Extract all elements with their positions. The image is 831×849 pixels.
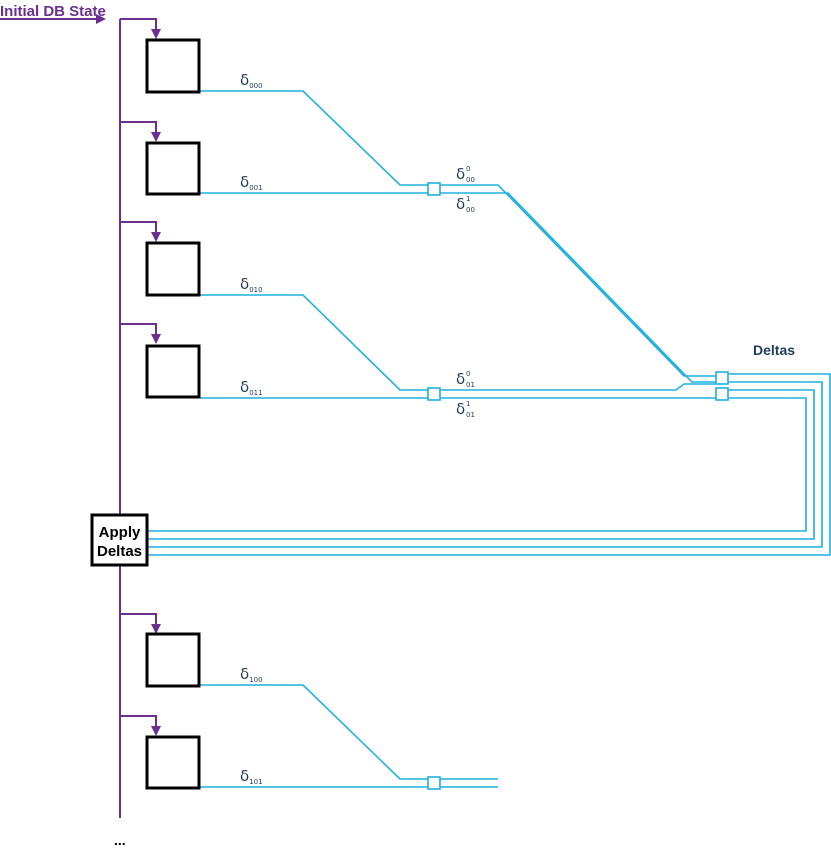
purple-flow [0,14,161,818]
merged-delta-01-0-sup: 0 [466,370,470,378]
delta-label-010: δ010 [240,275,263,294]
delta-label-100: δ100 [240,665,263,684]
merged-delta-01-0-symbol: δ [456,370,465,388]
delta-label-000: δ000 [240,71,263,90]
merged-delta-01-1-sub: 01 [466,411,475,419]
delta-bus-4 [147,397,807,532]
merged-delta-01-0-sub: 01 [466,381,475,389]
branch-arrow-4 [120,323,161,344]
process-box-3 [145,241,201,297]
delta-line-000 [200,90,428,186]
merged-delta-01-1-sup: 1 [466,400,470,408]
delta-lines [147,90,831,788]
apply-deltas-box [90,513,149,567]
delta-bus-2 [147,381,823,548]
merge-line-00-0 [440,184,716,377]
branch-arrow-1 [120,18,161,39]
merge-node-deltas-top [715,371,729,385]
delta-label-001: δ001 [240,173,263,192]
delta-label-101: δ101 [240,767,263,786]
branch-arrow-2 [120,121,161,142]
apply-label-1: Apply [99,524,141,541]
process-box-1 [145,38,201,94]
delta-line-100 [200,684,428,780]
apply-label-2: Deltas [97,543,142,560]
merged-delta-00-1-sup: 1 [466,195,470,203]
delta-bus-3 [147,389,815,540]
branch-arrow-6 [120,715,161,736]
process-box-5 [145,632,201,688]
deltas-label: Deltas [753,342,795,358]
merged-delta-00-0-sup: 0 [466,165,470,173]
merge-line-00-1 [440,192,716,383]
merge-node-01 [427,387,441,401]
merge-node-deltas-bottom [715,387,729,401]
merge-node-00 [427,182,441,196]
process-box-6 [145,735,201,790]
delta-labels: δ000 δ001 δ010 δ011 δ100 δ101 [240,71,263,786]
merged-delta-00-0-sub: 00 [466,176,475,184]
branch-arrow-5 [120,613,161,634]
merged-delta-00-0-symbol: δ [456,165,465,183]
merged-delta-labels: δ 0 00 δ 1 00 δ 0 01 δ 1 01 [456,165,475,419]
merge-line-01-0 [440,383,716,391]
branch-arrow-3 [120,221,161,242]
process-boxes [145,38,201,790]
process-box-4 [145,344,201,399]
merge-node-10 [427,776,441,790]
delta-bus-1 [147,373,831,556]
delta-label-011: δ011 [240,378,263,397]
merged-delta-01-1-symbol: δ [456,400,465,418]
merged-delta-00-1-sub: 00 [466,206,475,214]
initial-db-state-label: Initial DB State [0,3,106,20]
continuation-ellipsis: ... [114,832,126,848]
delta-line-010 [200,294,428,391]
merge-nodes [427,182,729,790]
process-box-2 [145,141,201,196]
merged-delta-00-1-symbol: δ [456,195,465,213]
